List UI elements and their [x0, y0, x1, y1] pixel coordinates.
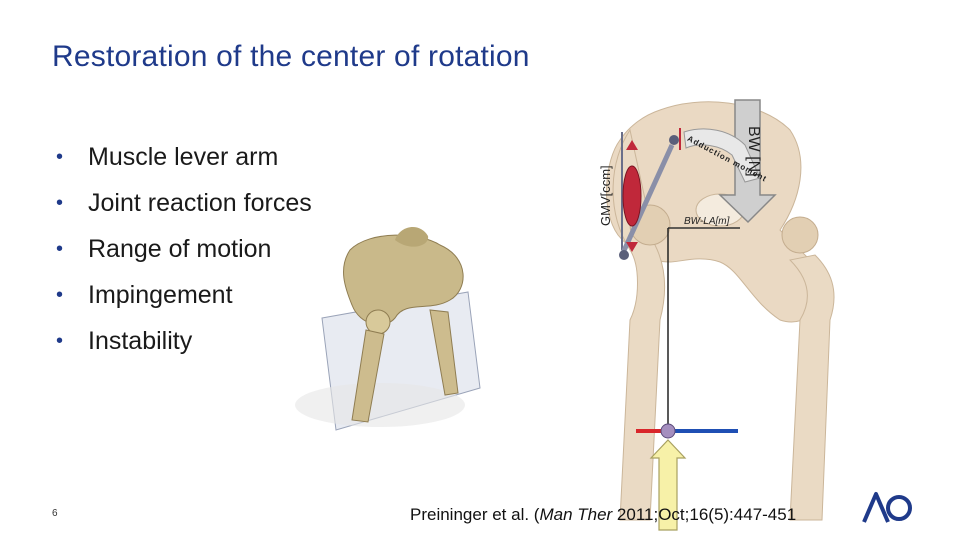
citation-journal: Man Ther: [539, 505, 613, 524]
bullet-list: • Muscle lever arm • Joint reaction forces…: [56, 134, 312, 364]
adduction-moment-arc: [683, 128, 761, 183]
citation-suffix: 2011;Oct;16(5):447-451: [612, 505, 797, 524]
bullet-dot: •: [56, 145, 64, 168]
citation: Preininger et al. (Man Ther 2011;Oct;16(…: [410, 505, 796, 525]
bullet-text: Joint reaction forces: [88, 188, 312, 217]
muscle-lever: [619, 128, 681, 260]
bw-la-label: BW-LA[m]: [684, 216, 730, 227]
bullet-dot: •: [56, 329, 64, 352]
slide-title: Restoration of the center of rotation: [52, 40, 530, 73]
bullet-dot: •: [56, 283, 64, 306]
bullet-item: • Range of motion: [56, 226, 312, 272]
bullet-item: • Muscle lever arm: [56, 134, 312, 180]
gmv-label: GMV[ccm]: [598, 165, 613, 226]
ao-logo: [862, 492, 912, 523]
bullet-text: Instability: [88, 326, 193, 355]
slide-number: 6: [52, 508, 58, 519]
bullet-item: • Joint reaction forces: [56, 180, 312, 226]
rotation-center: [660, 423, 676, 439]
pelvis-femur-image: [605, 101, 835, 521]
bullet-dot: •: [56, 191, 64, 214]
bullet-item: • Impingement: [56, 272, 312, 318]
bullet-text: Range of motion: [88, 234, 272, 263]
bullet-item: • Instability: [56, 318, 312, 364]
citation-prefix: Preininger et al. (: [410, 505, 540, 524]
bullet-dot: •: [56, 237, 64, 260]
bullet-text: Impingement: [88, 280, 233, 309]
bullet-text: Muscle lever arm: [88, 142, 279, 171]
reaction-force-arrow: [649, 439, 687, 531]
hip-3d-model-image: [295, 226, 481, 431]
